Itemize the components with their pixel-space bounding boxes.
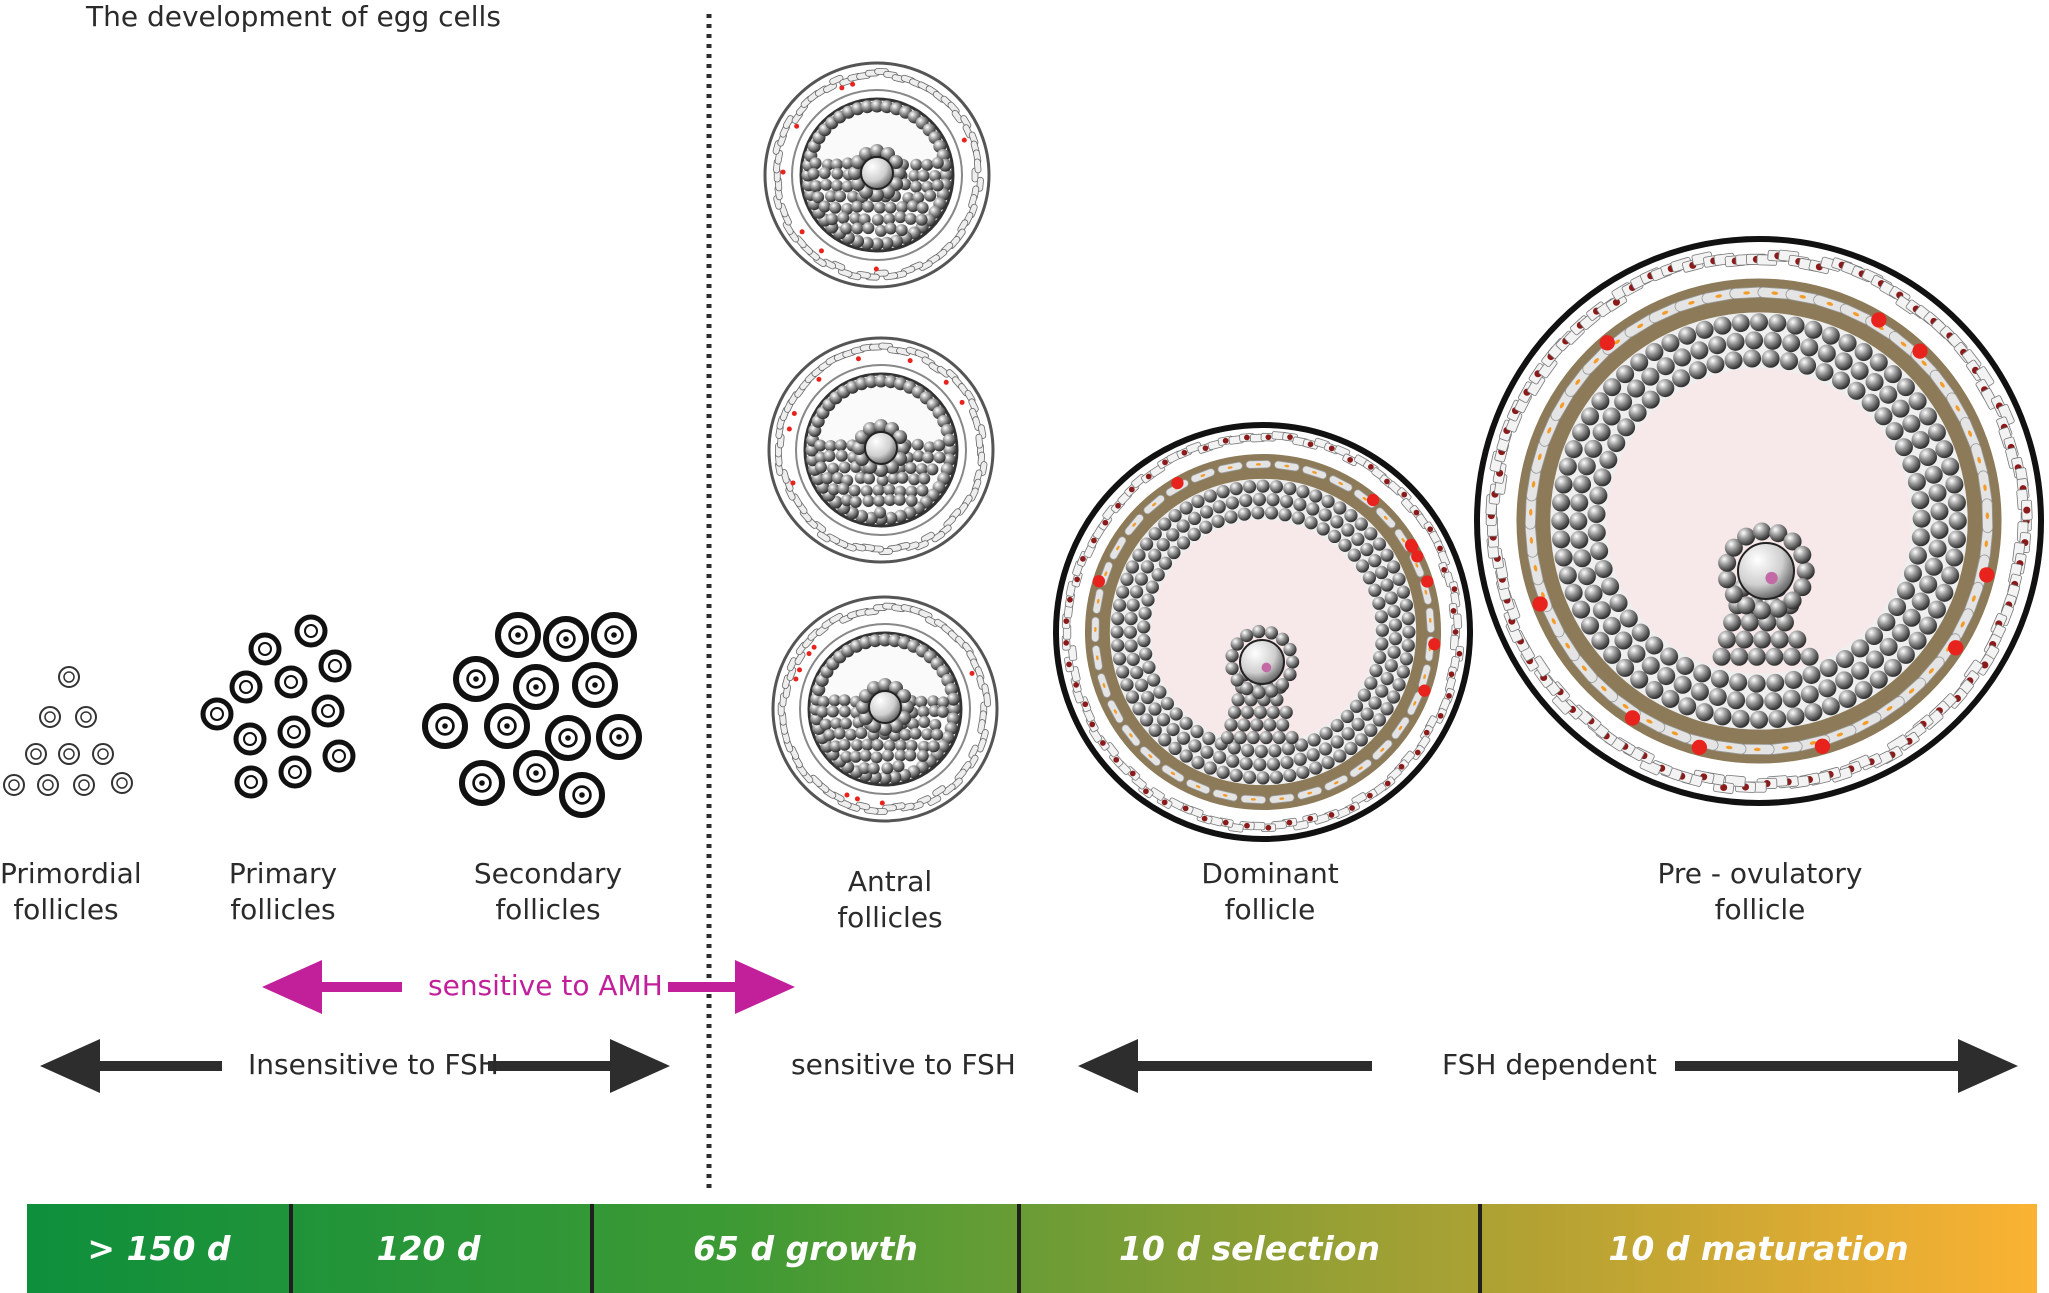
- timeline-dividers: [289, 1204, 1482, 1293]
- timeline-segment-primary: 120 d: [376, 1229, 481, 1268]
- timeline-bar: [27, 1204, 2037, 1293]
- insensitive-fsh-label: Insensitive to FSH: [248, 1048, 499, 1081]
- timeline-segment-growth: 65 d growth: [693, 1229, 918, 1268]
- diagram-title: The development of egg cells: [86, 0, 501, 33]
- fsh-dependent-arrow: [1078, 1039, 2018, 1093]
- primary-follicles-icon: [200, 614, 356, 799]
- amh-sensitivity-label: sensitive to AMH: [428, 969, 663, 1002]
- dominant-follicle-icon: [1053, 422, 1473, 842]
- antral-follicles-icon: [763, 61, 999, 823]
- timeline-segment-primordial: > 150 d: [87, 1229, 231, 1268]
- amh-range-arrow: [262, 960, 795, 1014]
- fsh-dependent-label: FSH dependent: [1442, 1048, 1657, 1081]
- insensitive-fsh-arrow: [40, 1039, 670, 1093]
- sensitive-fsh-label: sensitive to FSH: [791, 1048, 1016, 1081]
- secondary-follicles-icon: [422, 612, 642, 818]
- pre-ovulatory-follicle-icon: [1474, 236, 2044, 806]
- primordial-follicles-icon: [3, 666, 133, 796]
- timeline-segment-maturation: 10 d maturation: [1608, 1229, 1909, 1268]
- timeline-segment-selection: 10 d selection: [1118, 1229, 1381, 1268]
